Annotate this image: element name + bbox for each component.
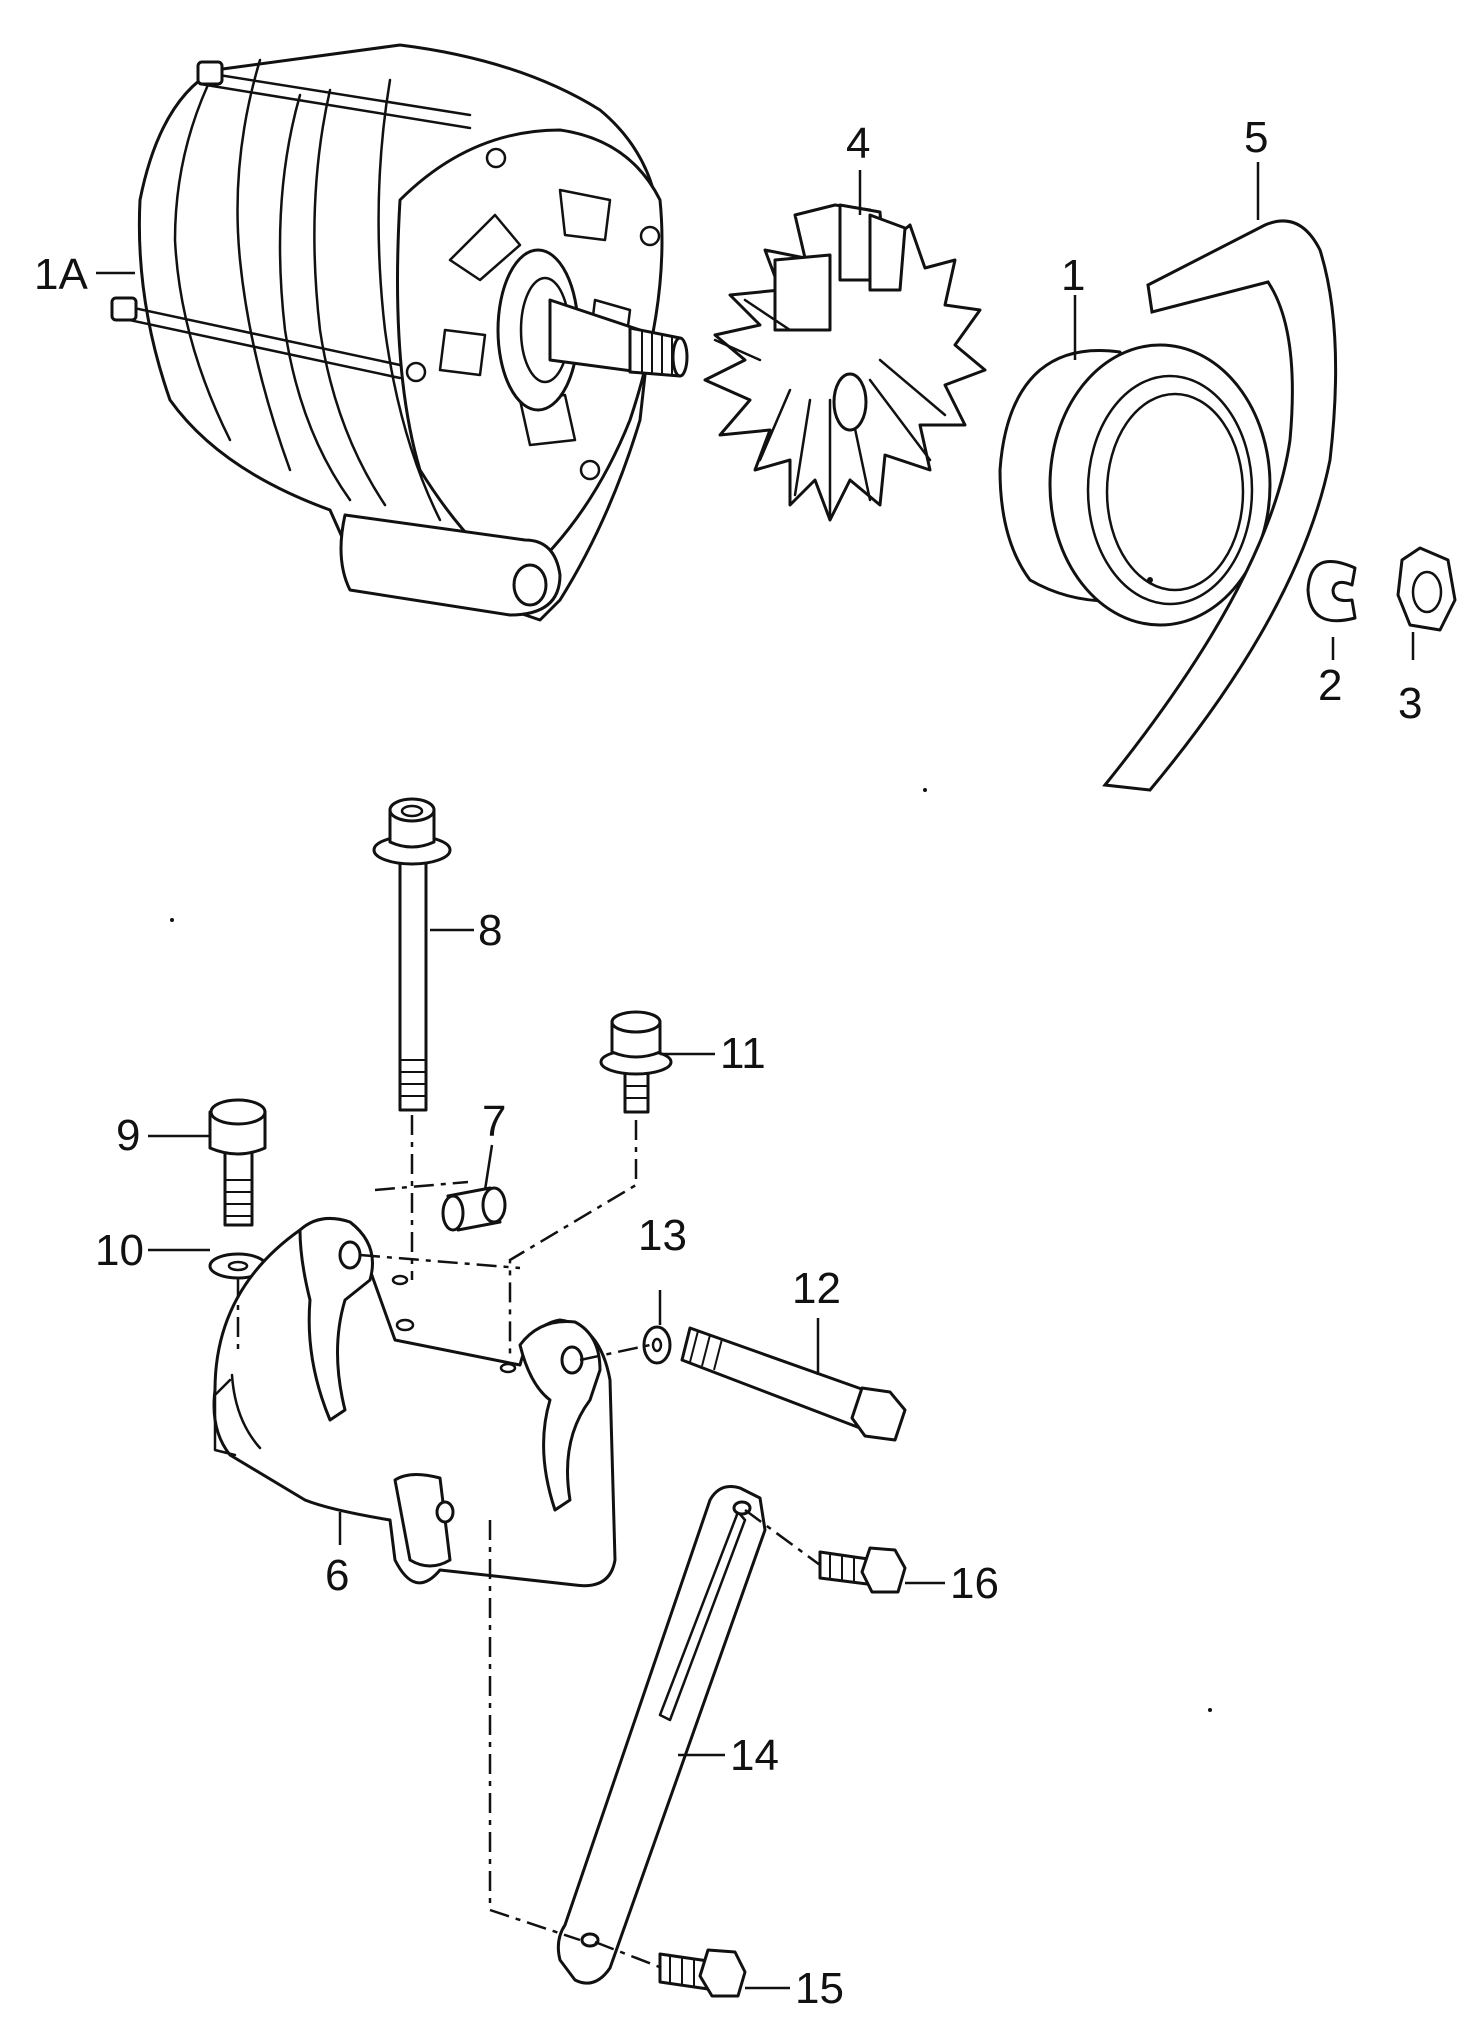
assembly-lines: [236, 1115, 821, 1970]
callout-8: 8: [478, 906, 502, 955]
hex-nut: [1396, 546, 1457, 632]
fan: [703, 203, 987, 522]
spring-washer: [1306, 560, 1357, 623]
callout-1A: 1A: [34, 250, 88, 299]
callout-16: 16: [950, 1559, 999, 1608]
leader-lines: [96, 162, 1415, 1990]
adjusting-strap: [556, 1485, 767, 1985]
callout-13: 13: [638, 1211, 687, 1260]
callout-1: 1: [1061, 251, 1085, 300]
callout-7: 7: [482, 1097, 506, 1146]
callout-9: 9: [116, 1111, 140, 1160]
washer-13: [642, 1325, 672, 1365]
v-belt: [1102, 219, 1338, 792]
callout-4: 4: [846, 119, 870, 168]
callout-14: 14: [730, 1731, 779, 1780]
callout-3: 3: [1398, 679, 1422, 728]
alternator: [110, 43, 689, 622]
long-bolt-12: [680, 1326, 907, 1442]
long-bolt: [372, 797, 452, 1112]
callout-5: 5: [1244, 113, 1268, 162]
hex-bolt-11: [599, 1010, 673, 1114]
mounting-bracket: [212, 1216, 617, 1588]
hex-bolt-15: [658, 1948, 747, 1998]
callouts: 1A 1 2 3 4 5 6 7 8 9 10 11 12 13 14 15 1…: [34, 113, 1422, 2013]
callout-2: 2: [1318, 661, 1342, 710]
callout-6: 6: [325, 1551, 349, 1600]
bushing: [441, 1186, 507, 1232]
callout-10: 10: [95, 1226, 144, 1275]
hex-bolt-9: [208, 1098, 267, 1227]
callout-11: 11: [720, 1029, 766, 1078]
callout-15: 15: [795, 1964, 844, 2013]
callout-12: 12: [792, 1264, 841, 1313]
pulley: [998, 343, 1272, 627]
hex-bolt-16: [818, 1546, 907, 1594]
